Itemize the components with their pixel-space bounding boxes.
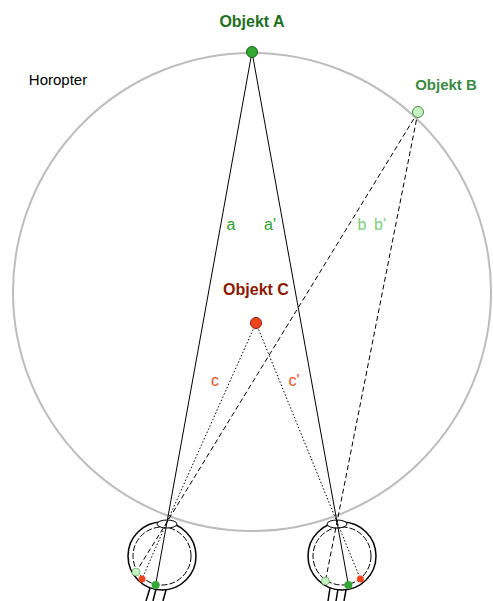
left-eye xyxy=(128,520,196,601)
object-dot xyxy=(251,318,262,329)
angle-label: b xyxy=(357,216,368,234)
sight-line xyxy=(156,52,252,585)
object-label: Objekt A xyxy=(218,13,285,31)
angle-label: c xyxy=(210,372,220,390)
angle-label: b' xyxy=(373,216,387,234)
sight-line xyxy=(142,323,256,579)
optic-nerve xyxy=(328,588,346,601)
object-dot xyxy=(413,107,424,118)
angle-label: a xyxy=(226,216,237,234)
right-eye xyxy=(308,520,376,601)
sight-line xyxy=(256,323,360,579)
eyeball xyxy=(128,522,196,590)
object-label: Objekt C xyxy=(222,281,290,299)
retina-image xyxy=(344,581,352,589)
object-dot xyxy=(247,47,258,58)
angle-label: a' xyxy=(263,216,277,234)
horopter-label: Horopter xyxy=(28,72,88,89)
horopter-circle xyxy=(13,53,491,531)
retina-image xyxy=(132,568,140,576)
retina-image xyxy=(357,576,364,583)
sight-line xyxy=(252,52,348,585)
object-label: Objekt B xyxy=(414,77,478,94)
retina-image xyxy=(139,576,146,583)
eyeball xyxy=(308,522,376,590)
angle-label: c' xyxy=(287,372,300,390)
retina-image xyxy=(321,577,329,585)
retina xyxy=(313,527,371,585)
sight-line xyxy=(136,112,418,572)
retina xyxy=(133,527,191,585)
retina-image xyxy=(152,581,160,589)
optic-nerve xyxy=(146,588,166,601)
sight-line xyxy=(325,112,418,581)
